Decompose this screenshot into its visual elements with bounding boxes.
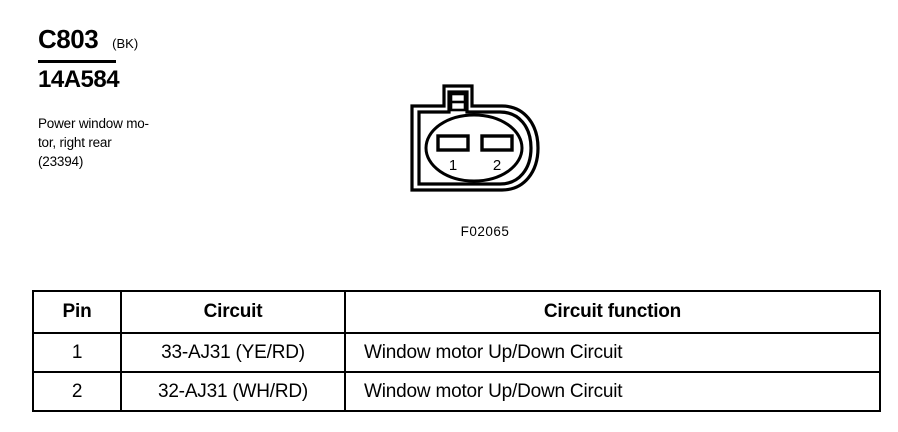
connector-header: C803 (BK) 14A584 Power window mo- tor, r… — [38, 24, 268, 171]
cell-circuit: 33-AJ31 (YE/RD) — [120, 332, 346, 373]
pin-cavity-1 — [436, 134, 470, 152]
description-line-1: Power window mo- — [38, 116, 149, 131]
pin-number-2: 2 — [493, 157, 501, 174]
pin-table-body: 1 33-AJ31 (YE/RD) Window motor Up/Down C… — [32, 332, 881, 412]
cell-pin: 1 — [32, 332, 122, 373]
cell-circuit: 32-AJ31 (WH/RD) — [120, 371, 346, 412]
connector-cavity-oval — [424, 113, 524, 183]
header-divider-rule — [38, 60, 116, 63]
table-row: 2 32-AJ31 (WH/RD) Window motor Up/Down C… — [32, 371, 881, 412]
pin-cavity-2 — [480, 134, 514, 152]
pin-table: Pin Circuit Circuit function 1 33-AJ31 (… — [32, 290, 881, 412]
cell-circuit-function: Window motor Up/Down Circuit — [344, 332, 881, 373]
pin-table-head: Pin Circuit Circuit function — [32, 290, 881, 334]
connector-inner-shell — [417, 90, 533, 186]
description-line-3: (23394) — [38, 154, 84, 169]
connector-color-code: (BK) — [112, 36, 139, 51]
column-header-circuit-function: Circuit function — [344, 290, 881, 334]
connector-description: Power window mo- tor, right rear (23394) — [38, 114, 218, 171]
pin-table-container: Pin Circuit Circuit function 1 33-AJ31 (… — [32, 290, 881, 412]
connector-outer-shell — [410, 84, 540, 192]
column-header-pin: Pin — [32, 290, 122, 334]
part-number: 14A584 — [38, 66, 120, 93]
description-line-2: tor, right rear — [38, 135, 112, 150]
cell-circuit-function: Window motor Up/Down Circuit — [344, 371, 881, 412]
pin-number-1: 1 — [449, 157, 457, 174]
connector-id-row: C803 (BK) — [38, 24, 268, 56]
connector-id: C803 — [38, 24, 99, 54]
connector-lock-tab-detail — [449, 92, 467, 112]
table-header-row: Pin Circuit Circuit function — [32, 290, 881, 334]
cell-pin: 2 — [32, 371, 122, 412]
table-row: 1 33-AJ31 (YE/RD) Window motor Up/Down C… — [32, 332, 881, 373]
column-header-circuit: Circuit — [120, 290, 346, 334]
connector-face-svg: 1 2 — [410, 84, 540, 192]
connector-diagram: 1 2 F02065 — [398, 78, 568, 239]
figure-caption: F02065 — [460, 224, 510, 239]
